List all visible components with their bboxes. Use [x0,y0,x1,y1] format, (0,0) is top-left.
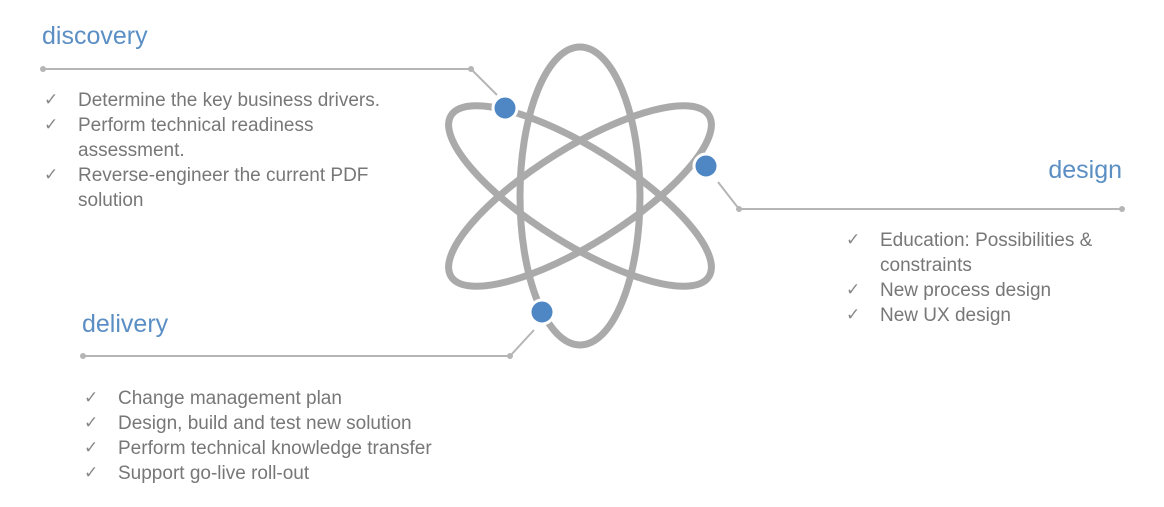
discovery-heading: discovery [42,22,148,50]
list-item: ✓ Change management plan [84,386,504,411]
checkmark-icon: ✓ [44,90,59,110]
checkmark-icon: ✓ [44,165,59,185]
list-item-text: Reverse-engineer the current PDF solutio… [78,165,369,211]
list-item-text: Change management plan [118,388,342,409]
checkmark-icon: ✓ [84,463,99,483]
nodes [491,94,720,326]
design-connector [717,181,1122,210]
list-item-text: Education: Possibilities & constraints [880,230,1093,276]
list-item-text: New process design [880,280,1052,301]
list-item-text: Design, build and test new solution [118,413,412,434]
discovery-node [491,94,519,122]
checkmark-icon: ✓ [84,438,99,458]
design-heading: design [1048,156,1122,184]
delivery-node [528,298,556,326]
list-item: ✓ Support go-live roll-out [84,461,504,486]
orbit-right-tilt [445,102,715,290]
design-node [692,152,720,180]
checkmark-icon: ✓ [84,413,99,433]
checkmark-icon: ✓ [84,388,99,408]
delivery-heading: delivery [82,310,169,338]
delivery-list: ✓ Change management plan ✓ Design, build a… [84,386,504,486]
list-item-text: Support go-live roll-out [118,463,310,484]
list-item: ✓ Reverse-engineer the current PDF soluti… [44,163,424,213]
orbit-vertical [516,43,644,349]
list-item: ✓ New process design [846,278,1126,303]
checkmark-icon: ✓ [846,280,861,300]
list-item: ✓ Perform technical readiness assessment. [44,113,424,163]
list-item: ✓ Perform technical knowledge transfer [84,436,504,461]
list-item-text: Perform technical knowledge transfer [118,438,432,459]
connector-endpoints [40,66,1125,359]
list-item-text: Determine the key business drivers. [78,90,381,111]
list-item-text: New UX design [880,305,1011,326]
list-item: ✓ Determine the key business drivers. [44,88,424,113]
list-item: ✓ Design, build and test new solution [84,411,504,436]
list-item: ✓ Education: Possibilities & constraints [846,228,1126,278]
list-item: ✓ New UX design [846,303,1126,328]
design-list: ✓Education: Possibilities & constraints … [846,228,1126,328]
list-item-text: Perform technical readiness assessment. [78,115,314,161]
discovery-list: ✓ Determine the key business drivers. ✓ Pe… [44,88,424,213]
orbit-left-tilt [445,102,715,290]
checkmark-icon: ✓ [44,115,59,135]
checkmark-icon: ✓ [846,230,861,250]
checkmark-icon: ✓ [846,305,861,325]
orbits [445,43,715,349]
